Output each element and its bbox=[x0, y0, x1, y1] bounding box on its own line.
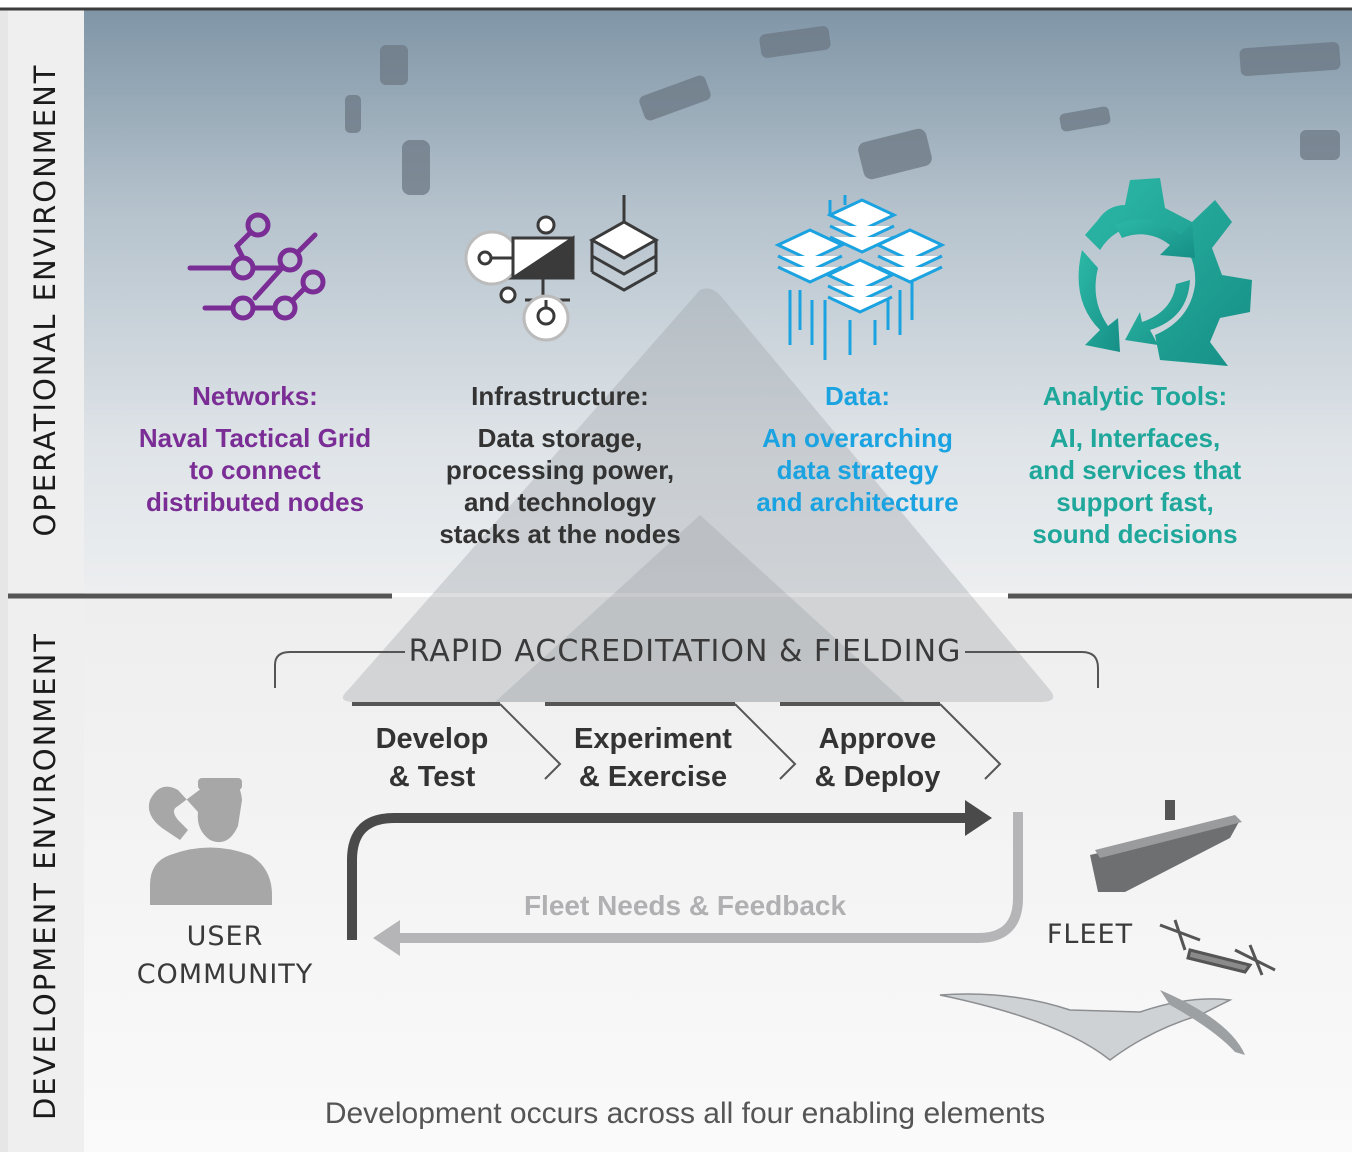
forward-arrowhead bbox=[965, 800, 992, 836]
saluting-sailor-icon bbox=[148, 778, 272, 905]
step-line: & Deploy bbox=[814, 761, 941, 793]
enabler-desc-line: and architecture bbox=[756, 487, 959, 517]
rapid-accreditation-title: RAPID ACCREDITATION & FIELDING bbox=[408, 634, 962, 669]
footer-note: Development occurs across all four enabl… bbox=[324, 1097, 1046, 1130]
step-approve-deploy: Approve & Deploy bbox=[795, 720, 960, 796]
enabler-desc-line: data strategy bbox=[776, 455, 939, 485]
step-line: Develop bbox=[375, 723, 489, 755]
step-line: Experiment bbox=[574, 723, 732, 755]
rapid-bracket-right bbox=[965, 651, 1099, 688]
enabler-infrastructure: Infrastructure: Data storage, processing… bbox=[415, 380, 705, 550]
feedback-arrow bbox=[395, 812, 1023, 943]
enabler-desc-line: stacks at the nodes bbox=[439, 519, 681, 549]
step-experiment-exercise: Experiment & Exercise bbox=[553, 720, 753, 796]
uav-drone-icon bbox=[939, 990, 1245, 1061]
enabler-desc-line: An overarching bbox=[762, 423, 953, 453]
background-triangle bbox=[342, 288, 1054, 702]
step-line: & Test bbox=[388, 761, 476, 793]
fleet-background-ships bbox=[345, 26, 1341, 195]
enabler-networks: Networks: Naval Tactical Grid to connect… bbox=[120, 380, 390, 518]
forward-arrow bbox=[347, 813, 968, 940]
user-community-label: USER COMMUNITY bbox=[130, 918, 320, 994]
aircraft-carrier-icon bbox=[1090, 800, 1242, 892]
step-line: & Exercise bbox=[578, 761, 728, 793]
tiltrotor-aircraft-icon bbox=[1159, 919, 1276, 976]
enabler-desc-line: to connect bbox=[189, 455, 321, 485]
user-community-line: USER bbox=[186, 921, 264, 952]
fleet-label: FLEET bbox=[1046, 919, 1134, 950]
enabler-desc-line: distributed nodes bbox=[145, 487, 365, 517]
user-community-line: COMMUNITY bbox=[136, 959, 314, 990]
data-layers-icon bbox=[774, 195, 946, 360]
feedback-arrowhead bbox=[373, 920, 400, 956]
enabler-desc-line: support fast, bbox=[1056, 487, 1214, 517]
step-line: Approve bbox=[818, 723, 937, 755]
step-chevrons bbox=[352, 702, 1002, 780]
enabler-desc-line: Naval Tactical Grid bbox=[138, 423, 372, 453]
enabler-data: Data: An overarching data strategy and a… bbox=[725, 380, 990, 518]
gear-cycle-icon bbox=[1078, 178, 1252, 366]
enabler-title: Analytic Tools: bbox=[1042, 381, 1228, 411]
enabler-desc-line: and services that bbox=[1028, 455, 1242, 485]
step-develop-test: Develop & Test bbox=[352, 720, 512, 796]
enabler-title: Networks: bbox=[192, 381, 318, 411]
enabler-desc-line: and technology bbox=[463, 487, 657, 517]
feedback-label: Fleet Needs & Feedback bbox=[523, 890, 847, 921]
network-nodes-icon bbox=[187, 212, 326, 321]
enabler-desc-line: sound decisions bbox=[1032, 519, 1238, 549]
server-stack-icon bbox=[464, 195, 660, 342]
rapid-bracket-left bbox=[274, 651, 405, 688]
enabler-title: Infrastructure: bbox=[471, 381, 649, 411]
enabler-title: Data: bbox=[824, 381, 890, 411]
enabler-desc-line: processing power, bbox=[445, 455, 675, 485]
enabler-desc-line: AI, Interfaces, bbox=[1049, 423, 1221, 453]
enabler-desc-line: Data storage, bbox=[477, 423, 643, 453]
enabler-analytic-tools: Analytic Tools: AI, Interfaces, and serv… bbox=[1000, 380, 1270, 550]
side-band bbox=[8, 8, 84, 1152]
